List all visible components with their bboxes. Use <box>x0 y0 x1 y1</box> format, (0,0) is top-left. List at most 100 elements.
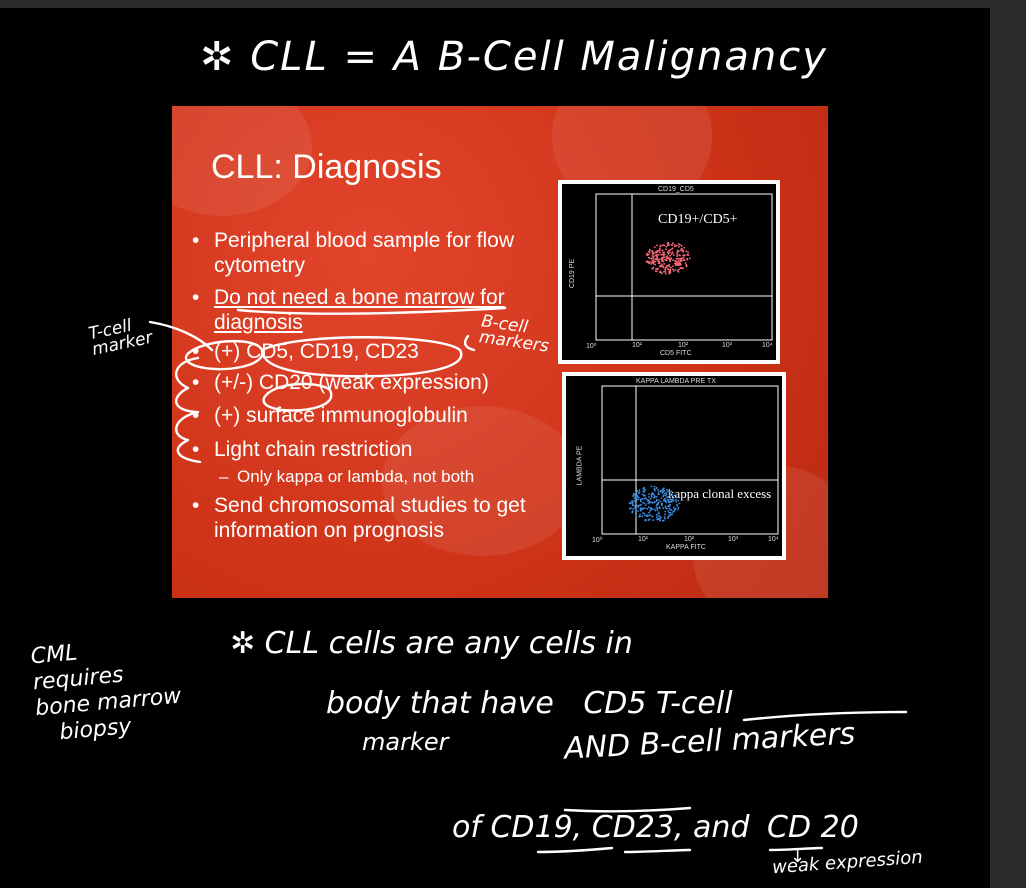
scatter-dot <box>665 500 667 503</box>
scatter-dot <box>680 263 682 266</box>
scatter-dot <box>644 514 646 517</box>
scatter-dot <box>653 255 655 258</box>
scatter-dot <box>665 248 667 250</box>
scatter-dot <box>654 500 656 503</box>
scatter-dot <box>672 511 674 513</box>
scatter-dot <box>677 251 679 253</box>
scatter-dot <box>658 258 661 261</box>
scatter-dot <box>655 516 658 519</box>
scatter-dot <box>637 497 640 499</box>
scatter-dot <box>672 499 675 502</box>
scatter-dot <box>655 486 658 489</box>
scatter-dot <box>664 494 667 497</box>
scatter-dot <box>659 517 662 519</box>
scatter-dot <box>671 251 674 253</box>
scatter-dot <box>659 248 661 251</box>
scatter-dot <box>641 508 643 511</box>
plot2-tick-0: 10⁰ <box>592 537 603 544</box>
bullet-chromosomal: Send chromosomal studies to get informat… <box>192 493 552 543</box>
plot1-tick-0: 10⁰ <box>586 343 597 350</box>
scatter-dot <box>680 248 683 251</box>
scatter-dot <box>669 269 672 271</box>
scatter-dot <box>653 246 656 248</box>
scatter-dot <box>671 513 674 516</box>
scatter-dot <box>670 248 673 250</box>
scatter-dot <box>657 491 660 493</box>
scatter-dot <box>662 507 665 509</box>
scatter-dot <box>669 249 672 251</box>
scatter-dot <box>668 265 671 268</box>
scatter-dot <box>644 497 647 499</box>
scatter-dot <box>662 260 665 263</box>
scatter-dot <box>672 254 675 256</box>
scatter-dot <box>681 257 684 259</box>
plot2-header: KAPPA LAMBDA PRE TX <box>636 378 716 385</box>
scatter-dot <box>684 262 687 264</box>
scatter-dot <box>670 500 673 503</box>
scatter-dot <box>669 508 672 511</box>
scatter-dot <box>656 513 658 516</box>
note-cll-line2: body that have CD5 T-cell <box>326 686 733 721</box>
scatter-dot <box>653 508 656 511</box>
scatter-dot <box>662 495 665 498</box>
scatter-dot <box>667 498 670 501</box>
scatter-dot <box>678 502 681 505</box>
underline-cd23 <box>623 848 692 854</box>
scatter-dot <box>678 245 680 248</box>
scatter-dot <box>662 244 664 247</box>
scatter-dot <box>631 501 634 504</box>
plot2-tick-1: 10¹ <box>638 536 649 543</box>
scatter-dot <box>638 489 641 492</box>
scatter-dot <box>649 510 651 512</box>
note-struck: CD5 T-cell <box>583 686 733 721</box>
scatter-dot <box>647 514 650 517</box>
scatter-dot <box>635 509 637 511</box>
scatter-dot <box>669 251 671 254</box>
scatter-dot <box>668 491 671 493</box>
scatter-dot <box>634 497 637 500</box>
scatter-dot <box>654 496 656 498</box>
scatter-dot <box>650 494 653 496</box>
scatter-dot <box>652 519 654 522</box>
scatter-dot <box>654 489 656 492</box>
scatter-dot <box>666 255 669 257</box>
scatter-dot <box>672 259 674 261</box>
top-frame <box>0 0 1026 8</box>
scatter-dot <box>643 494 646 497</box>
scatter-dot <box>641 493 644 496</box>
bullet-peripheral-blood: Peripheral blood sample for flow cytomet… <box>192 228 552 278</box>
scatter-dot <box>646 252 648 255</box>
plot2-xaxis: KAPPA FITC <box>666 544 706 551</box>
scatter-dot <box>657 489 659 491</box>
scatter-dot <box>678 254 681 257</box>
scatter-dot <box>656 258 659 261</box>
scatter-dot <box>648 518 651 521</box>
scatter-dot <box>660 497 663 499</box>
scatter-dot <box>651 257 653 260</box>
bullet-no-bone-marrow: Do not need a bone marrow for diagnosis <box>192 285 552 335</box>
scatter-dot <box>667 495 670 498</box>
scatter-dot <box>666 489 668 492</box>
flow-plot-cd19-cd5: CD19_CD5 CD19+/CD5+ CD5 FITC CD19 PE 10⁰… <box>558 180 780 364</box>
scatter-dot <box>663 492 666 495</box>
scatter-dot <box>665 257 668 260</box>
note-cll-line4: of CD19, CD23, and CD 20 <box>452 810 859 845</box>
scatter-dot <box>649 514 652 516</box>
note-arrow-down: ↓ <box>790 846 806 867</box>
scatter-dot <box>634 503 637 505</box>
scatter-dot <box>668 511 670 514</box>
scatter-dot <box>682 249 685 252</box>
scatter-dot <box>675 263 678 266</box>
scatter-dot <box>677 506 680 509</box>
scatter-dot <box>667 265 669 267</box>
scatter-dot <box>678 268 680 271</box>
bullet-light-chain: Light chain restriction <box>192 437 552 462</box>
scatter-dot <box>655 495 658 498</box>
scatter-dot <box>662 256 664 258</box>
scatter-dot <box>653 260 655 263</box>
scatter-dot <box>662 265 664 268</box>
scatter-dot <box>654 260 657 263</box>
scatter-dot <box>663 251 665 253</box>
scatter-dot <box>669 254 672 257</box>
scatter-dot <box>665 245 668 248</box>
